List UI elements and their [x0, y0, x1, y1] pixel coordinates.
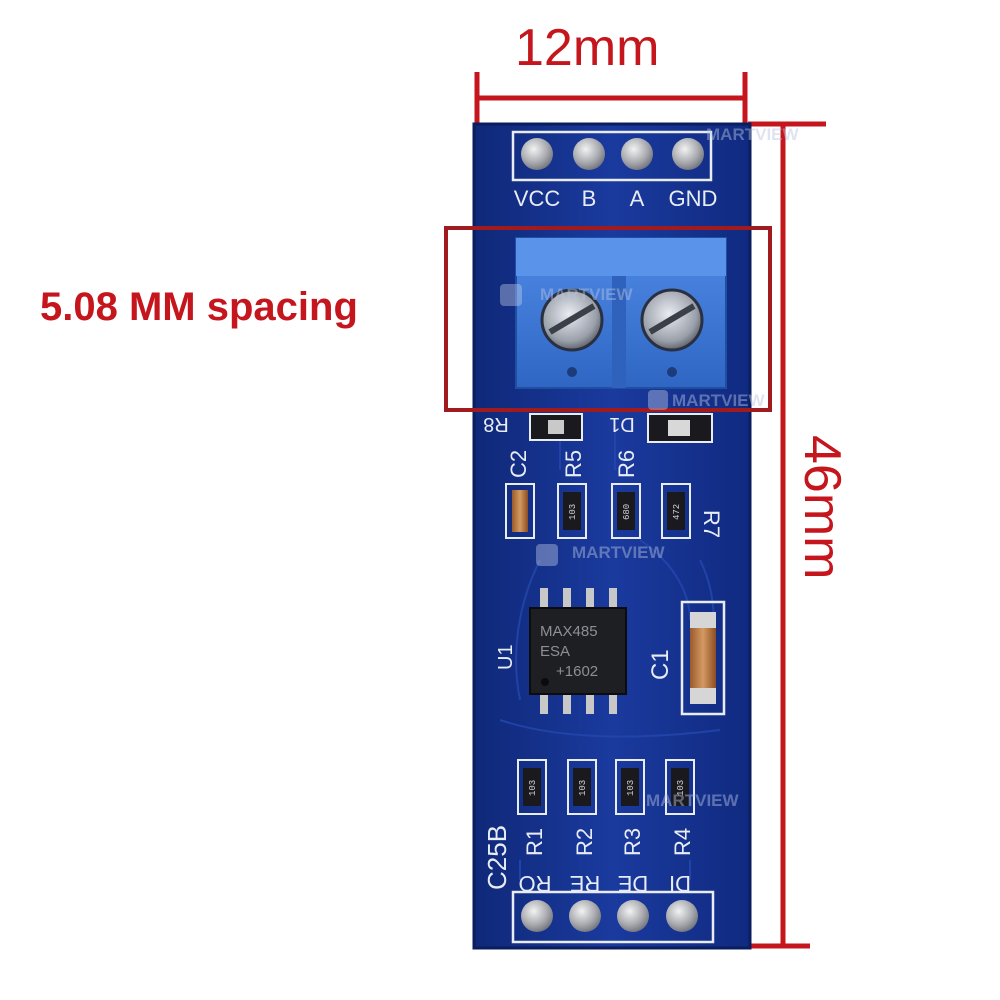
watermark-3: MARTVIEW: [572, 543, 666, 562]
pin-vcc: [521, 138, 553, 170]
smd-row-upper: [505, 483, 691, 539]
label-r5: R5: [561, 450, 586, 478]
label-ro: RO: [519, 871, 552, 896]
pin-a: [621, 138, 653, 170]
pin-di: [666, 900, 698, 932]
screw-terminal: [515, 237, 727, 389]
label-c2: C2: [506, 450, 531, 478]
label-r8: R8: [483, 413, 509, 435]
label-board-id: C25B: [482, 825, 512, 890]
chip-line-2: ESA: [540, 643, 570, 660]
capacitor-c1: [680, 600, 726, 716]
watermark-logo-icon: [648, 390, 668, 410]
bottom-header-pins: [521, 900, 698, 932]
pin-ro: [521, 900, 553, 932]
label-r1: R1: [522, 828, 547, 856]
chip-line-3: +1602: [556, 663, 598, 680]
label-vcc: VCC: [514, 186, 561, 211]
terminal-spacing-callout: 5.08 MM spacing: [40, 285, 358, 329]
label-r6: R6: [614, 450, 639, 478]
label-r2: R2: [572, 828, 597, 856]
terminal-callout-box: [444, 226, 772, 412]
width-dimension-label: 12mm: [515, 19, 660, 77]
width-dimension-line: [474, 72, 748, 126]
watermark-4: MARTVIEW: [646, 791, 740, 810]
code-r2: 103: [578, 780, 588, 796]
code-r7: 472: [672, 504, 682, 520]
pin-re: [569, 900, 601, 932]
label-b: B: [582, 186, 597, 211]
label-gnd: GND: [669, 186, 718, 211]
code-r4: 103: [676, 780, 686, 796]
label-a: A: [630, 186, 645, 211]
watermark-5: MARTVIEW: [706, 125, 800, 144]
label-r3: R3: [620, 828, 645, 856]
top-header-pins: [521, 138, 704, 170]
code-r6: 680: [622, 504, 632, 520]
label-di: DI: [669, 871, 691, 896]
pin-de: [617, 900, 649, 932]
label-d1: D1: [609, 413, 635, 435]
code-r3: 103: [626, 780, 636, 796]
watermark-2: MARTVIEW: [672, 391, 766, 410]
pin-b: [573, 138, 605, 170]
max485-chip: MAX485 ESA +1602: [529, 588, 627, 714]
code-r5: 103: [568, 504, 578, 520]
code-r1: 103: [528, 780, 538, 796]
label-r7: R7: [699, 510, 724, 538]
label-r4: R4: [670, 828, 695, 856]
label-u1: U1: [495, 644, 517, 670]
watermark-logo-icon: [500, 284, 522, 306]
watermark-logo-icon: [536, 544, 558, 566]
chip-line-1: MAX485: [540, 623, 598, 640]
label-re: RE: [570, 871, 601, 896]
height-dimension-line: [748, 121, 826, 949]
height-dimension-label: 46mm: [793, 435, 851, 580]
label-c1: C1: [647, 649, 674, 680]
label-de: DE: [618, 871, 649, 896]
pin-gnd: [672, 138, 704, 170]
smd-row-lower: [517, 759, 695, 815]
watermark-1: MARTVIEW: [540, 285, 634, 304]
